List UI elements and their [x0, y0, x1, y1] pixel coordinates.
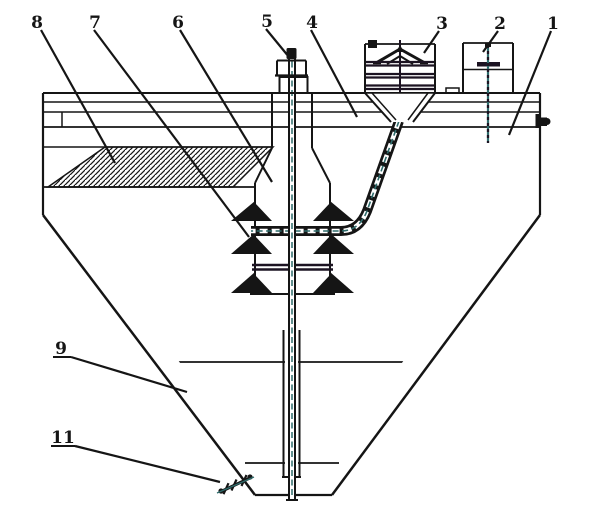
hatched-plate: [45, 146, 275, 188]
leader-line-5: [265, 28, 290, 58]
funnel-wall: [412, 92, 436, 123]
callout-label-3: 3: [436, 14, 448, 34]
funnel-wall: [364, 92, 392, 123]
baffle-triangle: [255, 275, 272, 293]
callout-label-7: 7: [89, 13, 101, 33]
baffle-triangle: [231, 201, 255, 221]
leader-line-11: [74, 444, 221, 484]
baffle-triangle: [231, 272, 255, 293]
callout-label-5: 5: [261, 12, 273, 32]
callout-label-4: 4: [306, 13, 318, 33]
left-cone-wall: [42, 214, 256, 496]
nozzle-cap: [543, 118, 551, 125]
funnel-wall-inner: [407, 92, 429, 121]
baffle-triangle: [313, 203, 330, 221]
baffle-triangle: [255, 236, 272, 254]
callout-labels: 8 7 6 5 4 3 2 1 9 11: [31, 12, 559, 448]
leader-line-2: [482, 30, 499, 53]
feed-box: [364, 40, 436, 93]
feed-box-bars: [366, 60, 434, 91]
feed-pipe: [251, 119, 404, 236]
callout-leaders: [40, 28, 553, 484]
baffle-triangle: [330, 272, 354, 293]
feed-pipe-core: [251, 120, 402, 234]
baffle-triangle: [330, 201, 354, 221]
baffle-triangle: [255, 203, 272, 221]
filter-plate-band: [43, 146, 275, 188]
leader-line-4: [310, 29, 358, 118]
leader-line-7: [93, 29, 250, 238]
feed-box-funnel: [364, 92, 436, 123]
nozzle-flange: [535, 114, 540, 128]
nozzle-stub: [540, 117, 547, 126]
valve-centerline: [216, 476, 255, 494]
feed-box-corner-fitting: [368, 40, 377, 48]
column-flare-left: [254, 147, 273, 184]
callout-label-2: 2: [494, 14, 506, 34]
leader-line-6: [179, 29, 273, 183]
spreader-cone-arm: [399, 47, 426, 65]
baffle-triangle: [330, 233, 354, 254]
tank-shell: [41, 93, 542, 497]
baffle-triangle: [231, 233, 255, 254]
deck-tab: [445, 87, 460, 94]
inner-cone-left-plate: [168, 357, 247, 461]
right-cone-wall: [330, 214, 542, 496]
callout-label-8: 8: [31, 13, 43, 33]
baffle-triangle: [313, 275, 330, 293]
column-flare-right: [311, 147, 331, 184]
leader-line-9: [70, 355, 188, 394]
baffle-triangle: [313, 236, 330, 254]
inner-cone-right-plate: [335, 357, 414, 461]
float-box: [445, 42, 514, 143]
callout-label-6: 6: [172, 13, 184, 33]
drain-valve: [216, 474, 255, 495]
callout-label-9: 9: [55, 339, 67, 359]
spreader-cone-arm: [375, 47, 401, 65]
funnel-wall-inner: [371, 92, 397, 121]
feed-pipe-centerline: [251, 120, 400, 232]
valve-flange: [240, 474, 248, 487]
overflow-nozzle: [535, 114, 551, 128]
center-pipe: [282, 50, 301, 501]
leader-line-3: [423, 30, 440, 54]
leader-line-1: [507, 30, 553, 136]
leader-line-8: [40, 29, 116, 164]
callout-label-1: 1: [547, 14, 559, 34]
callout-label-11: 11: [51, 428, 75, 448]
cap-base-box: [278, 76, 309, 94]
baffle-triangles: [231, 201, 354, 293]
